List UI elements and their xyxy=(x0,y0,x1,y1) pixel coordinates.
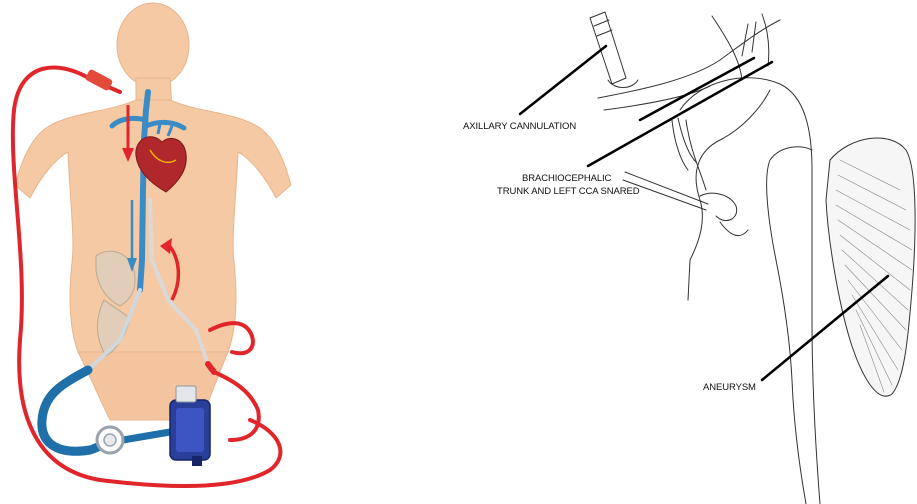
pump-icon xyxy=(97,427,123,453)
axillary-cannula-icon xyxy=(590,12,638,88)
aorta-drawing xyxy=(590,12,915,504)
ecmo-panel xyxy=(13,3,291,486)
neck-cannula-connector xyxy=(85,69,114,92)
aneurysm-sac xyxy=(826,138,915,396)
brachiocephalic-label-line1: BRACHIOCEPHALIC xyxy=(522,173,611,184)
brachiocephalic-label-line2: TRUNK AND LEFT CCA SNARED xyxy=(497,186,640,197)
body-silhouette xyxy=(15,3,291,420)
leader-brachio-b xyxy=(640,58,754,120)
axillary-cannulation-label: AXILLARY CANNULATION xyxy=(463,121,576,132)
aneurysm-label: ANEURYSM xyxy=(703,382,756,393)
leader-axillary xyxy=(520,46,606,114)
